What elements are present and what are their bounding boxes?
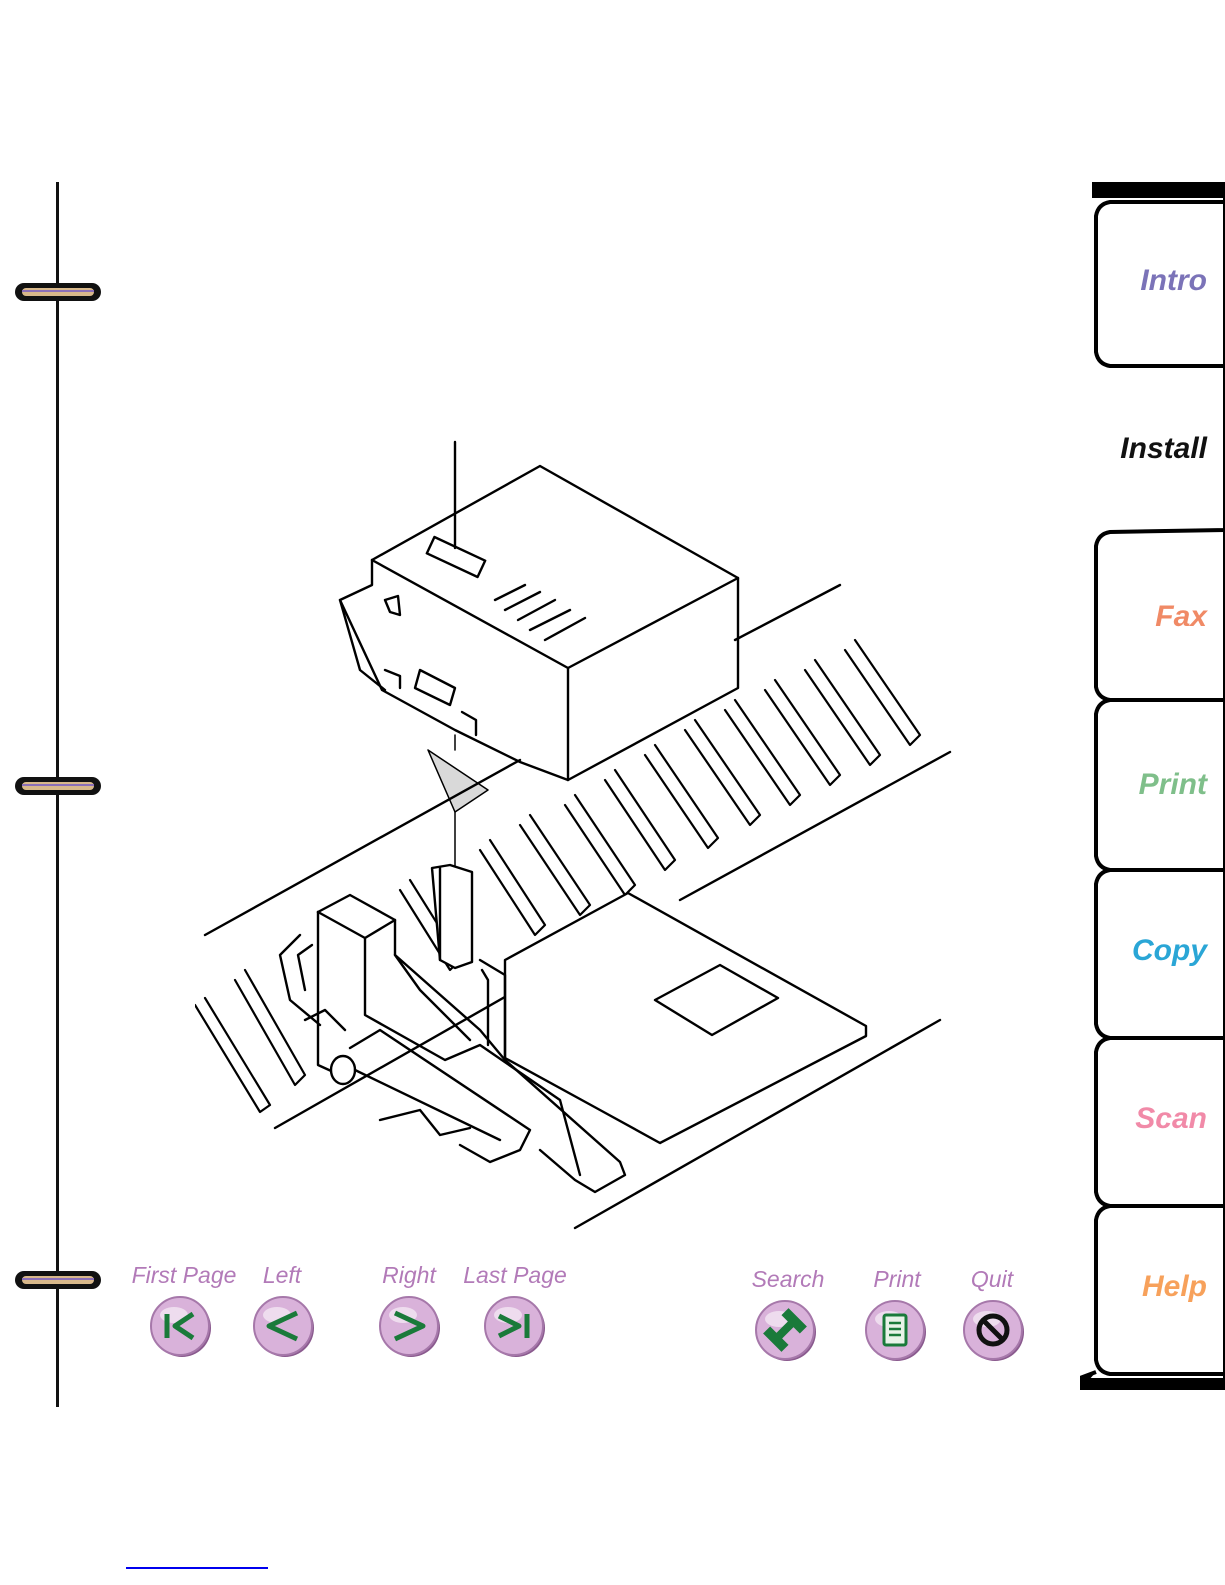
last-page-icon <box>485 1297 545 1357</box>
left-arrow-icon <box>254 1297 314 1357</box>
right-arrow-icon <box>380 1297 440 1357</box>
print-button[interactable] <box>863 1297 929 1363</box>
tab-help[interactable]: Help <box>1142 1270 1207 1304</box>
nav-label-quit: Quit <box>971 1266 1013 1293</box>
last-page-button[interactable] <box>482 1293 548 1359</box>
section-tabs: Intro Install Fax Print Copy Scan Help <box>1080 182 1225 1407</box>
search-icon <box>756 1301 816 1361</box>
tab-intro[interactable]: Intro <box>1140 264 1207 298</box>
print-icon <box>866 1301 926 1361</box>
tab-print[interactable]: Print <box>1139 768 1207 802</box>
tab-fax[interactable]: Fax <box>1155 600 1207 634</box>
tab-scan[interactable]: Scan <box>1135 1102 1207 1136</box>
tab-copy[interactable]: Copy <box>1132 934 1207 968</box>
nav-label-print: Print <box>873 1266 920 1293</box>
nav-label-right: Right <box>382 1262 436 1289</box>
quit-button[interactable] <box>961 1297 1027 1363</box>
binder-ring-icon <box>14 775 102 797</box>
cartridge-installation-illustration <box>195 440 955 1240</box>
nav-label-first-page: First Page <box>132 1262 237 1289</box>
first-page-button[interactable] <box>148 1293 214 1359</box>
tab-install[interactable]: Install <box>1120 432 1207 466</box>
first-page-icon <box>151 1297 211 1357</box>
hyperlink-underline[interactable] <box>126 1567 268 1569</box>
quit-icon <box>964 1301 1024 1361</box>
left-button[interactable] <box>251 1293 317 1359</box>
nav-label-left: Left <box>263 1262 301 1289</box>
right-button[interactable] <box>377 1293 443 1359</box>
nav-label-search: Search <box>752 1266 825 1293</box>
binder-ring-icon <box>14 281 102 303</box>
nav-label-last-page: Last Page <box>463 1262 567 1289</box>
search-button[interactable] <box>753 1297 819 1363</box>
binder-ring-icon <box>14 1269 102 1291</box>
